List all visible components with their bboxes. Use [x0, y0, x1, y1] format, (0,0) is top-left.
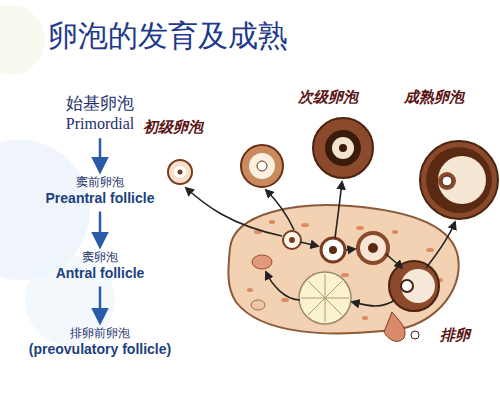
stage-label: 排卵 — [440, 326, 470, 345]
stage-name-en: Primordial — [66, 114, 134, 134]
stage-node: 窦前卵泡Preantral follicle — [42, 174, 159, 209]
stage-name-en: (preovulatory follicle) — [29, 341, 171, 359]
stage-label: 成熟卵泡 — [404, 88, 464, 107]
stage-arrow — [99, 287, 102, 323]
stage-label: 次级卵泡 — [298, 88, 358, 107]
stage-name-en: Preantral follicle — [46, 190, 155, 208]
stage-name: 始基卵泡 — [66, 93, 134, 114]
stage-name: 窦前卵泡 — [46, 175, 155, 190]
follicle-stages — [168, 118, 498, 219]
process-arrows — [186, 182, 455, 306]
stage-name-en: Antral follicle — [56, 265, 145, 283]
stage-name: 窦卵泡 — [56, 250, 145, 265]
stage-arrow — [99, 212, 102, 247]
decor-circle — [0, 5, 45, 75]
stage-arrow — [99, 138, 102, 171]
stage-name: 排卵前卵泡 — [29, 326, 171, 341]
stage-node: 始基卵泡Primordial — [62, 92, 138, 135]
stage-node: 窦卵泡Antral follicle — [52, 249, 149, 284]
diagram-title: 卵泡的发育及成熟 — [48, 16, 288, 57]
stage-node: 排卵前卵泡(preovulatory follicle) — [25, 325, 175, 360]
stage-label: 初级卵泡 — [143, 118, 203, 137]
ovary-follicles — [251, 231, 439, 341]
ovary — [228, 205, 458, 333]
